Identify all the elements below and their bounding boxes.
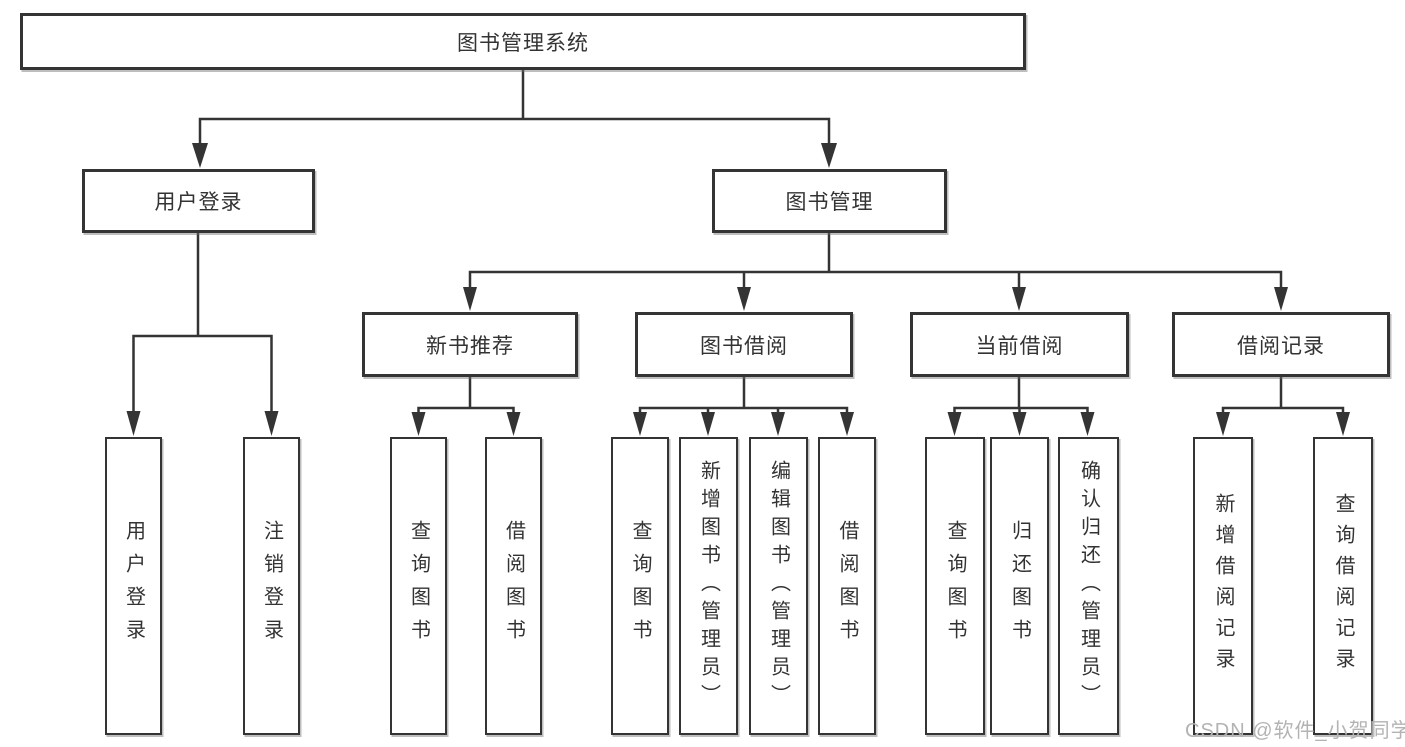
node-borrowing-records: 借阅记录 [1172,312,1390,377]
leaf-label: 查询借阅记录 [1332,493,1354,679]
leaf-user-login: 用户登录 [105,437,162,735]
leaf-label: 注销登录 [260,520,283,652]
leaf-query-books-recommend: 查询图书 [390,437,447,735]
leaf-query-books-borrow: 查询图书 [611,437,669,735]
leaf-label: 查询图书 [944,520,966,652]
node-label: 借阅记录 [1237,334,1325,358]
leaf-label: 借阅图书 [836,520,858,652]
leaf-edit-books-admin: 编辑图书（管理员） [749,437,808,735]
node-new-book-recommend: 新书推荐 [362,312,578,377]
leaf-confirm-return-admin: 确认归还（管理员） [1058,437,1119,735]
node-label: 新书推荐 [426,334,514,358]
node-library-management-system: 图书管理系统 [20,13,1026,70]
node-book-borrowing: 图书借阅 [635,312,853,377]
node-label: 图书管理系统 [457,31,589,55]
node-label: 图书借阅 [700,334,788,358]
leaf-logout: 注销登录 [243,437,300,735]
watermark: CSDN @软件_小贺同学 [1185,720,1405,742]
leaf-label: 归还图书 [1008,520,1031,652]
leaf-borrow-books-recommend: 借阅图书 [485,437,542,735]
node-label: 图书管理 [785,191,874,214]
node-label: 用户登录 [154,191,243,214]
leaf-borrow-books: 借阅图书 [818,437,876,735]
leaf-add-borrow-record: 新增借阅记录 [1193,437,1253,735]
leaf-label: 用户登录 [122,520,145,652]
leaf-label: 编辑图书（管理员） [767,460,790,712]
node-label: 当前借阅 [975,334,1064,358]
leaf-label: 新增图书（管理员） [697,460,720,712]
leaf-label: 查询图书 [629,520,651,652]
leaf-query-borrow-record: 查询借阅记录 [1313,437,1373,735]
leaf-query-books-current: 查询图书 [925,437,985,735]
leaf-label: 确认归还（管理员） [1077,460,1100,712]
node-current-borrowing: 当前借阅 [910,312,1129,377]
leaf-label: 新增借阅记录 [1212,493,1234,679]
leaf-label: 查询图书 [407,520,430,652]
node-user-login: 用户登录 [82,169,315,233]
leaf-add-books-admin: 新增图书（管理员） [679,437,738,735]
leaf-return-books: 归还图书 [990,437,1049,735]
node-book-management: 图书管理 [712,169,947,233]
leaf-label: 借阅图书 [502,520,525,652]
